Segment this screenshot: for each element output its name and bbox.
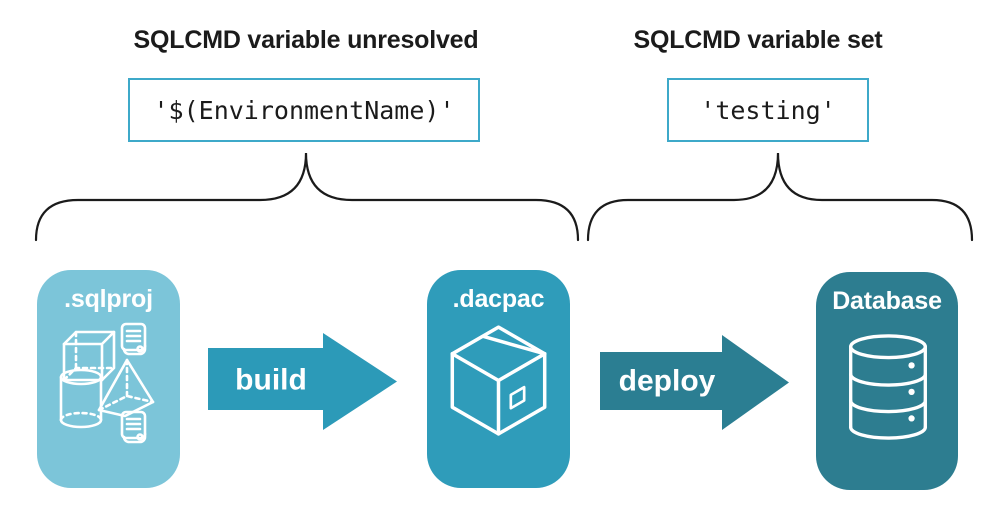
scroll-icon xyxy=(120,410,147,444)
arrow-right-icon xyxy=(600,335,789,430)
node-dacpac: .dacpac xyxy=(427,270,570,488)
deploy-arrow: deploy xyxy=(600,335,790,430)
code-text-set: 'testing' xyxy=(700,95,836,125)
sql-project-objects-icon xyxy=(59,322,155,444)
brace-right-icon xyxy=(586,152,974,242)
brace-group xyxy=(34,152,974,242)
database-cylinder-icon xyxy=(849,334,927,440)
node-database: Database xyxy=(816,272,958,490)
node-sqlproj-label: .sqlproj xyxy=(64,285,153,313)
cylinder-icon xyxy=(59,368,103,429)
package-box-icon xyxy=(450,325,547,436)
cube-icon xyxy=(62,330,116,382)
annotation-title-set: SQLCMD variable set xyxy=(633,26,883,54)
code-box-unresolved: '$(EnvironmentName)' xyxy=(128,78,480,142)
deploy-arrow-label: deploy xyxy=(618,364,716,398)
node-database-label: Database xyxy=(832,287,942,315)
build-arrow-label: build xyxy=(235,363,307,397)
node-sqlproj: .sqlproj xyxy=(37,270,180,488)
build-arrow: build xyxy=(208,333,398,430)
scroll-icon xyxy=(120,322,147,356)
brace-left-icon xyxy=(34,152,580,242)
pyramid-icon xyxy=(97,358,155,418)
arrow-right-icon xyxy=(208,333,397,430)
code-text-unresolved: '$(EnvironmentName)' xyxy=(153,95,455,125)
node-dacpac-label: .dacpac xyxy=(452,285,545,313)
annotation-title-unresolved: SQLCMD variable unresolved xyxy=(133,26,479,54)
code-box-set: 'testing' xyxy=(667,78,869,142)
